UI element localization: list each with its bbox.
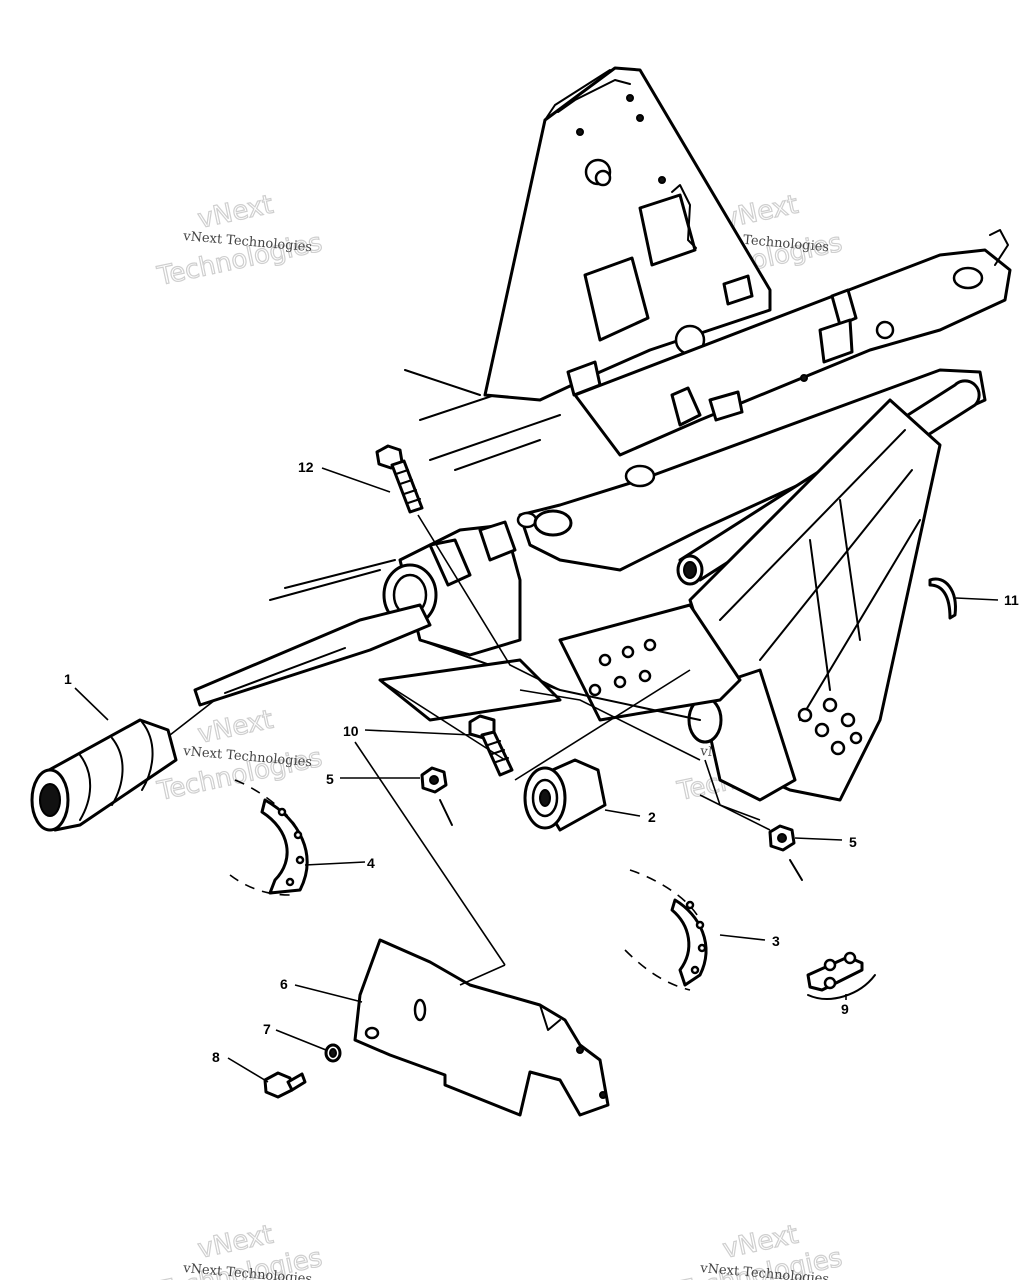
roller-part-2[interactable] [523,758,607,832]
callout-12: 12 [298,459,314,475]
callout-4: 4 [367,855,375,871]
watermark-top-left: vNext Technologies vNext Technologies [154,189,326,293]
bracket-part-6[interactable] [353,938,610,1117]
frame-assembly [193,66,1012,802]
callout-7: 7 [263,1021,271,1037]
callout-10: 10 [343,723,359,739]
callout-labels: 1 2 3 4 5 5 6 7 8 9 10 11 12 [64,459,1019,1065]
clip-part-11[interactable] [928,577,957,620]
callout-3: 3 [772,933,780,949]
bolt-part-10[interactable] [468,714,514,777]
watermark-mid-left: vNext Technologies vNext Technologies [154,704,326,808]
chain-part-4[interactable] [229,779,309,896]
svg-text:vNext: vNext [195,705,276,750]
callout-leaders [74,467,999,1083]
callout-9: 9 [841,1001,849,1017]
nut-part-5-left[interactable] [420,766,453,826]
bushing-part-1[interactable] [30,718,178,832]
callout-2: 2 [648,809,656,825]
callout-8: 8 [212,1049,220,1065]
callout-5-left: 5 [326,771,334,787]
callout-11: 11 [1004,592,1019,608]
watermark-bottom-right: vNext Technologies vNext Technologies [674,1219,846,1280]
callout-1: 1 [64,671,72,687]
callout-5-right: 5 [849,834,857,850]
assembly-lines [169,514,771,986]
nut-part-5-right[interactable] [768,824,803,881]
bolt-part-12[interactable] [375,444,424,514]
link-part-9[interactable] [806,951,876,1000]
svg-text:vNext: vNext [195,190,276,235]
chain-part-3[interactable] [624,869,708,991]
watermark-bottom-left: vNext Technologies vNext Technologies [154,1219,326,1280]
bolt-part-8[interactable] [263,1071,307,1099]
tongue-plate [193,603,432,707]
washer-part-7[interactable] [324,1043,342,1063]
upright-plate [483,66,772,402]
callout-6: 6 [280,976,288,992]
